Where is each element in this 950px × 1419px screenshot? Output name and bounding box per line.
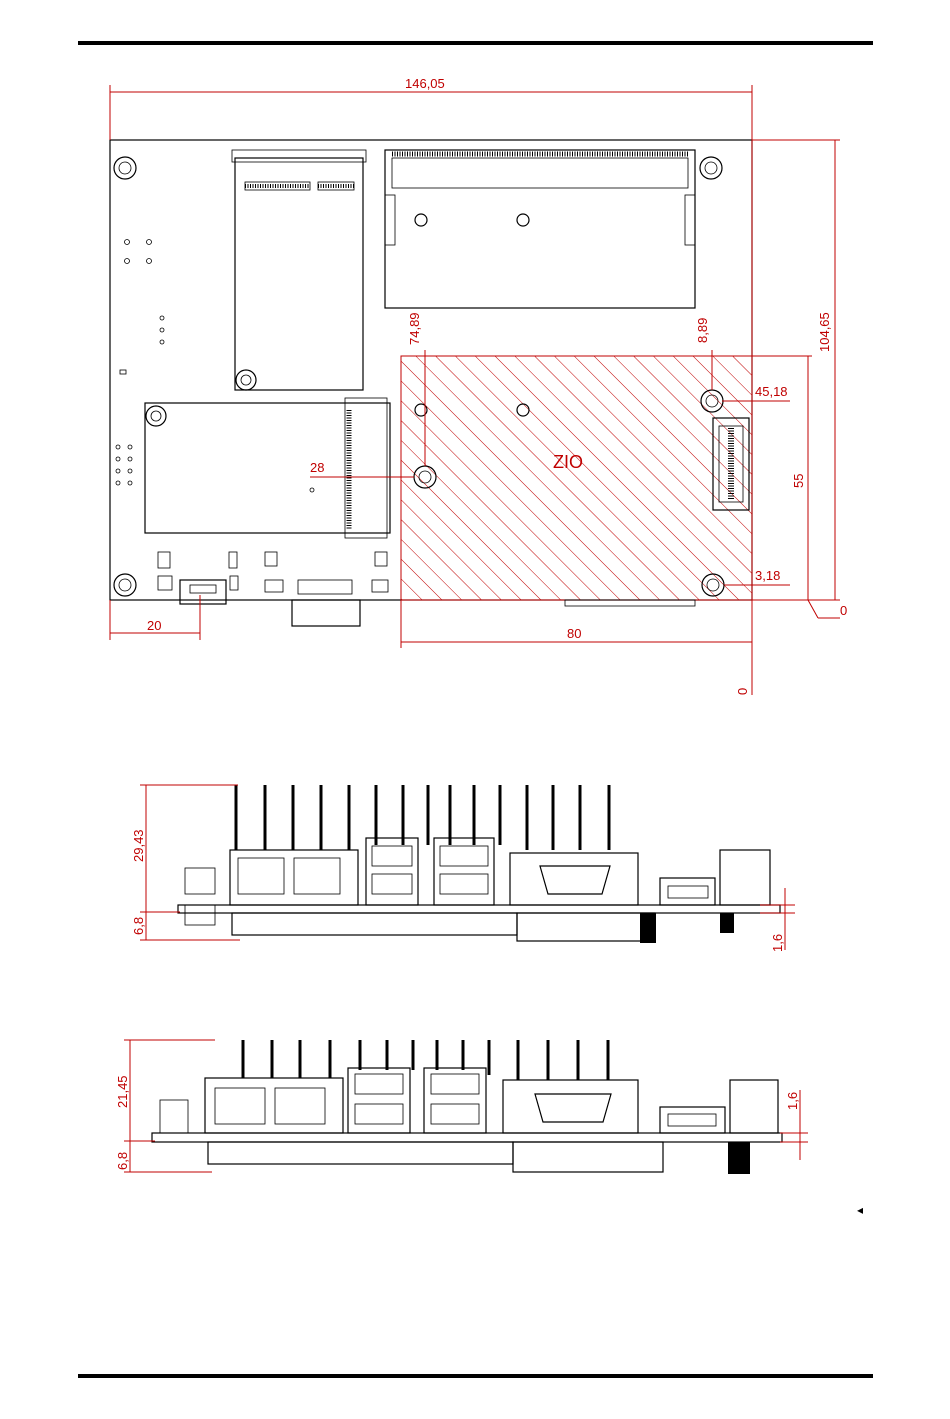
page-marker: ◂ <box>857 1203 863 1217</box>
dim-28: 28 <box>310 460 324 475</box>
dim-80: 80 <box>567 626 581 641</box>
mini-pcie-slot-left <box>145 398 390 538</box>
side-view-1: 29,43 6,8 1,6 <box>131 785 795 952</box>
dim-width: 146,05 <box>405 76 445 91</box>
dim-20: 20 <box>147 618 161 633</box>
mini-pcie-slot-top <box>232 150 366 390</box>
side1-dim-pcb: 1,6 <box>770 934 785 952</box>
side1-dim-bottom: 6,8 <box>131 917 146 935</box>
dim-height: 104,65 <box>817 312 832 352</box>
dim-8-89: 8,89 <box>695 318 710 343</box>
dim-55: 55 <box>791 474 806 488</box>
dim-74-89: 74,89 <box>407 312 422 345</box>
side1-dim-height: 29,43 <box>131 829 146 862</box>
zio-area <box>401 356 752 600</box>
dim-3-18: 3,18 <box>755 568 780 583</box>
top-view: ZIO <box>110 76 847 695</box>
side2-dim-pcb: 1,6 <box>785 1092 800 1110</box>
side-view-2: 21,45 6,8 1,6 <box>115 1040 808 1174</box>
dim-45-18: 45,18 <box>755 384 788 399</box>
pads <box>116 240 314 493</box>
zio-label: ZIO <box>553 452 583 472</box>
origin-x: 0 <box>735 688 750 695</box>
side2-dim-height: 21,45 <box>115 1075 130 1108</box>
origin-y: 0 <box>840 603 847 618</box>
sodimm-slot <box>385 150 695 308</box>
side2-dim-bottom: 6,8 <box>115 1152 130 1170</box>
